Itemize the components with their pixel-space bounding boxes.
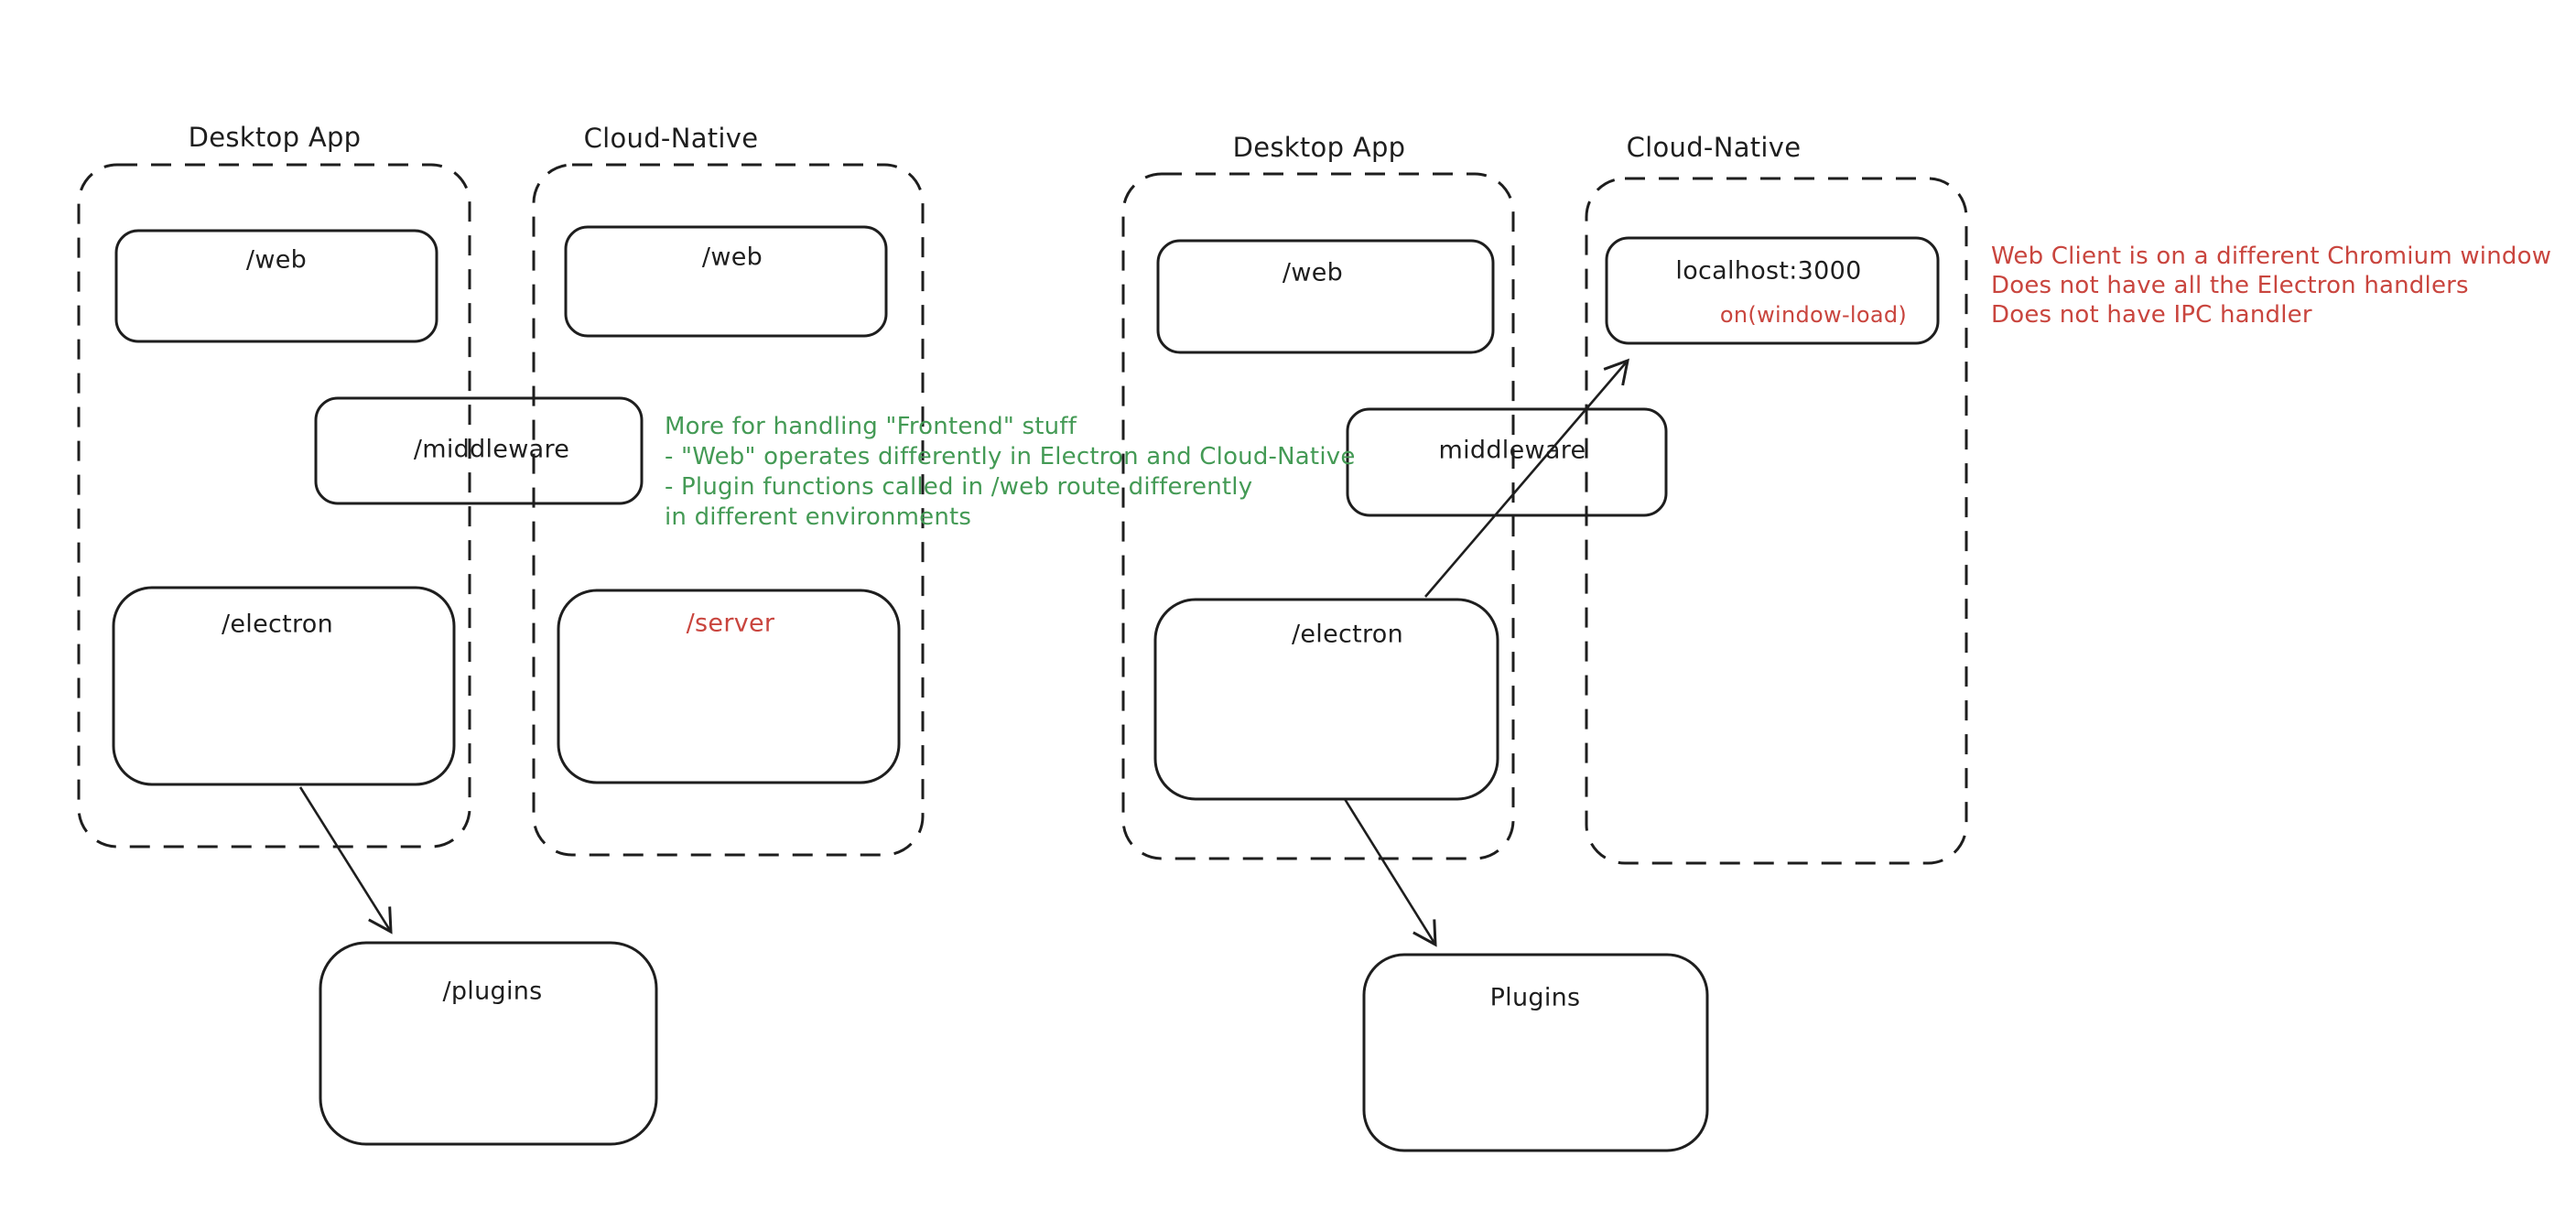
green-annotation-line: - Plugin functions called in /web route … (665, 473, 1253, 501)
green-annotation-line: More for handling "Frontend" stuff (665, 413, 1077, 440)
right-web-box (1156, 239, 1495, 354)
left-server-box (557, 589, 901, 784)
red-annotation-line: Does not have IPC handler (1991, 301, 2312, 329)
left-web-desktop-label: /web (245, 245, 308, 275)
left-middleware-label: /middleware (413, 435, 570, 464)
right-middleware-label: middleware (1438, 436, 1586, 465)
right-localhost-box (1605, 236, 1940, 345)
green-annotation-line: in different environments (665, 503, 972, 531)
green-annotation-line: - "Web" operates differently in Electron… (665, 443, 1356, 470)
right-cloud-container-label: Cloud-Native (1626, 132, 1802, 163)
right-localhost-label: localhost:3000 (1675, 256, 1862, 286)
right-plugins-box (1362, 953, 1709, 1152)
red-annotation-line: Web Client is on a different Chromium wi… (1991, 243, 2552, 270)
right-window-load-label: on(window-load) (1719, 302, 1908, 328)
left-green-annotation: More for handling "Frontend" stuff - "We… (665, 412, 1356, 533)
left-web-cloud-box (564, 225, 888, 338)
right-electron-box (1153, 598, 1499, 801)
right-red-annotation: Web Client is on a different Chromium wi… (1991, 242, 2551, 330)
arrow-right-electron-to-plugins (1343, 798, 1437, 947)
right-desktop-container (1121, 172, 1515, 860)
left-middleware-box (314, 396, 644, 505)
right-desktop-container-label: Desktop App (1232, 132, 1406, 163)
arrow-right-electron-to-localhost (1424, 358, 1629, 598)
left-desktop-container (77, 163, 471, 848)
right-web-label: /web (1282, 258, 1344, 287)
left-cloud-container-label: Cloud-Native (583, 123, 759, 154)
right-plugins-label: Plugins (1489, 983, 1581, 1012)
left-plugins-box (319, 941, 658, 1146)
left-electron-box (112, 586, 456, 786)
right-cloud-container (1585, 177, 1968, 865)
left-electron-label: /electron (221, 610, 334, 639)
left-server-label: /server (686, 609, 775, 638)
left-desktop-container-label: Desktop App (188, 122, 362, 153)
red-annotation-line: Does not have all the Electron handlers (1991, 272, 2469, 299)
left-plugins-label: /plugins (442, 977, 543, 1006)
arrow-left-electron-to-plugins (298, 786, 393, 935)
left-web-cloud-label: /web (701, 243, 763, 272)
left-web-desktop-box (114, 229, 438, 343)
right-electron-label: /electron (1291, 620, 1404, 649)
right-middleware-box (1346, 407, 1668, 517)
left-cloud-container (532, 163, 925, 857)
